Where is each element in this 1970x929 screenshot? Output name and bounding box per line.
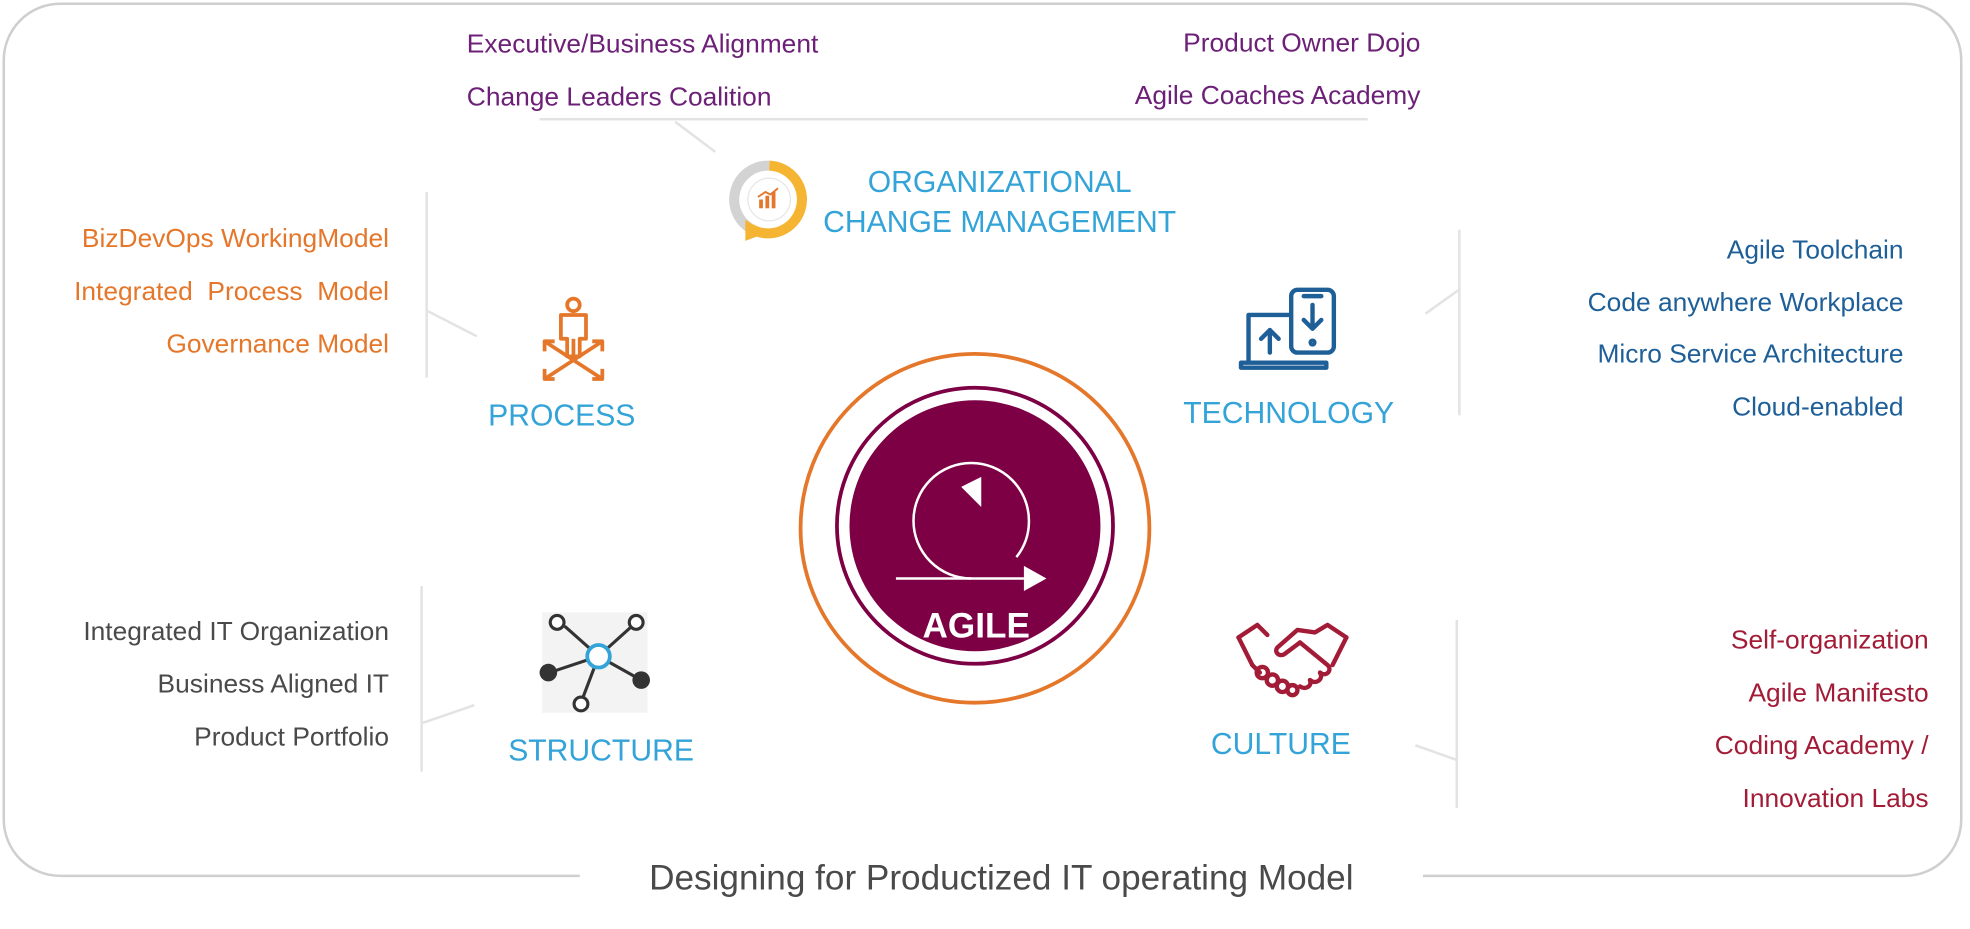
ocm-item-product-owner-dojo: Product Owner Dojo	[1183, 28, 1421, 58]
ocm-separator	[539, 117, 1368, 121]
technology-item-cloud: Cloud-enabled	[1732, 392, 1904, 422]
ocm-item-change-leaders: Change Leaders Coalition	[466, 82, 772, 112]
ocm-title-line2: CHANGE MANAGEMENT	[823, 205, 1177, 240]
technology-item-code-anywhere: Code anywhere Workplace	[1587, 288, 1904, 318]
ocm-title: ORGANIZATIONAL CHANGE MANAGEMENT	[823, 163, 1176, 243]
technology-title: TECHNOLOGY	[1183, 396, 1395, 431]
structure-item-product-portfolio: Product Portfolio	[194, 722, 389, 752]
process-item-integrated-process: Integrated Process Model	[74, 277, 389, 307]
process-item-bizdevops: BizDevOps WorkingModel	[81, 224, 389, 254]
technology-item-microservice: Micro Service Architecture	[1597, 340, 1904, 369]
technology-separator	[1458, 229, 1461, 416]
agile-core-circle	[798, 351, 1152, 705]
culture-item-innovation-labs: Innovation Labs	[1742, 784, 1929, 814]
culture-item-self-organization: Self-organization	[1730, 626, 1929, 656]
process-item-governance: Governance Model	[166, 330, 389, 359]
structure-separator	[420, 585, 423, 772]
ocm-item-executive-alignment: Executive/Business Alignment	[466, 30, 819, 59]
handshake-icon	[1236, 622, 1349, 698]
structure-item-business-aligned: Business Aligned IT	[157, 670, 389, 699]
footer-caption: Designing for Productized IT operating M…	[649, 858, 1354, 898]
change-cycle-chart-icon	[729, 160, 807, 241]
culture-item-agile-manifesto: Agile Manifesto	[1748, 678, 1929, 708]
process-title: PROCESS	[488, 399, 636, 433]
ocm-title-line1: ORGANIZATIONAL	[867, 165, 1132, 200]
agile-loop-arrow-icon	[895, 461, 1047, 592]
structure-item-integrated-it: Integrated IT Organization	[83, 617, 389, 647]
footer-gap	[579, 865, 1423, 896]
culture-item-coding-academy: Coding Academy /	[1714, 731, 1929, 761]
agile-label: AGILE	[922, 606, 1030, 645]
culture-title: CULTURE	[1210, 727, 1351, 762]
network-nodes-icon	[539, 612, 650, 713]
ocm-item-agile-coaches: Agile Coaches Academy	[1134, 81, 1421, 111]
technology-item-toolchain: Agile Toolchain	[1726, 235, 1904, 265]
person-process-icon	[542, 296, 605, 381]
culture-separator	[1455, 619, 1459, 809]
process-separator	[425, 191, 428, 378]
structure-title: STRUCTURE	[508, 734, 694, 768]
laptop-phone-sync-icon	[1238, 287, 1337, 370]
